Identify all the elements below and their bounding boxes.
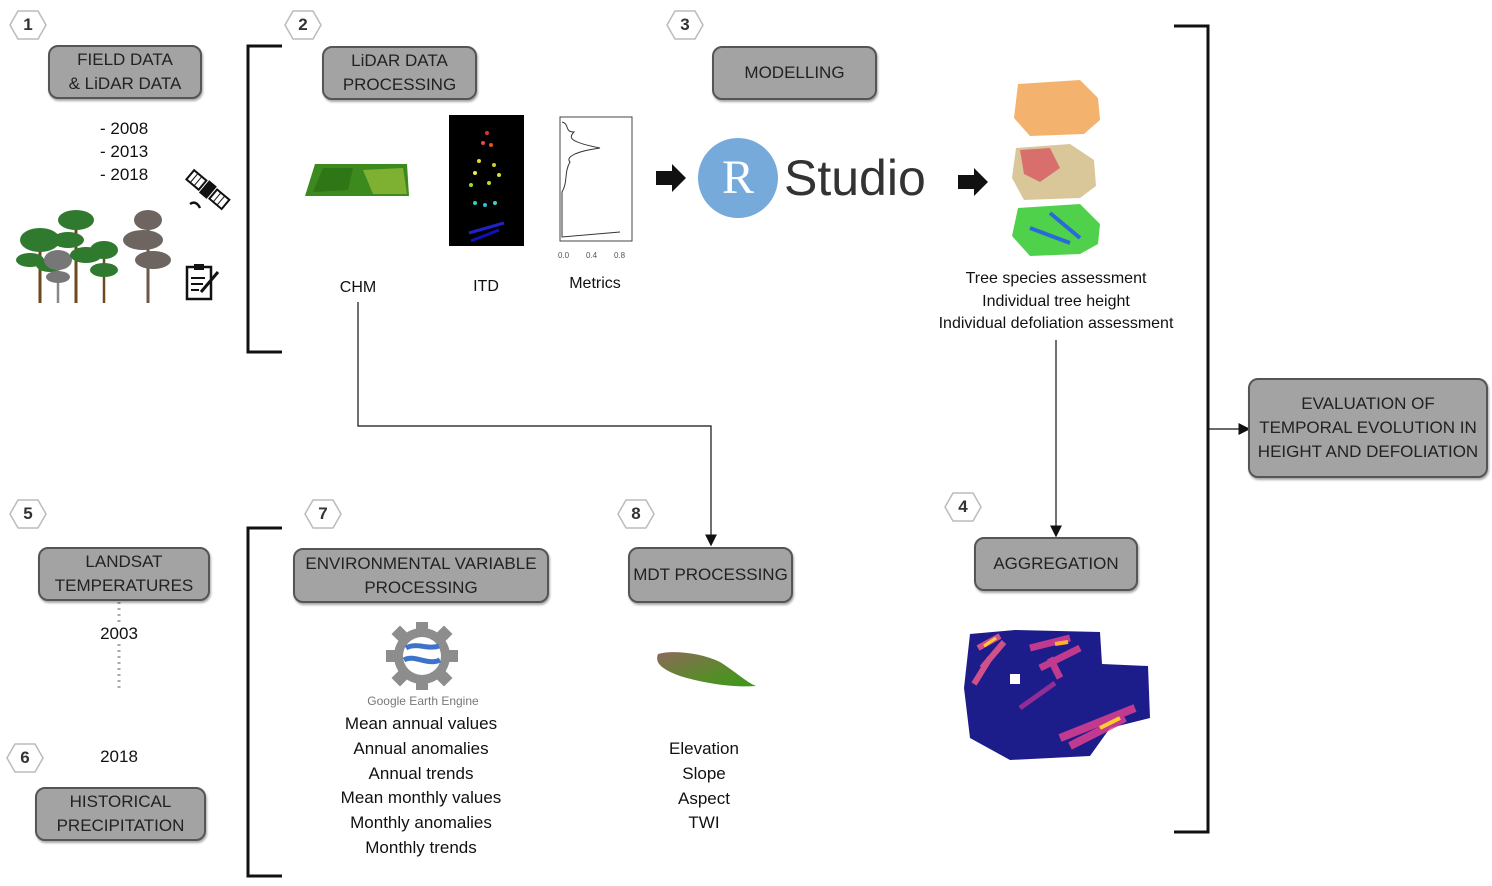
clipboard-icon xyxy=(185,264,220,301)
bracket-environment xyxy=(246,526,282,878)
aggregation-heatmap xyxy=(964,630,1150,760)
label-metrics: Metrics xyxy=(569,275,621,292)
google-earth-engine-icon xyxy=(386,622,458,690)
satellite-icon xyxy=(184,168,231,211)
trees-illustration xyxy=(16,210,171,303)
environmental-outputs: Mean annual values Annual anomalies Annu… xyxy=(340,714,502,857)
metrics-xtick: 0.0 xyxy=(558,251,570,260)
metrics-xtick: 0.8 xyxy=(614,251,626,260)
tree-grey-2 xyxy=(123,210,171,303)
gee-label: Google Earth Engine xyxy=(367,694,479,708)
rstudio-wordmark: Studio xyxy=(784,150,926,206)
tree-grey-1 xyxy=(44,250,72,303)
model-output-maps xyxy=(1012,80,1100,256)
mdt-terrain-image xyxy=(657,652,756,687)
step-badge-1: 1 xyxy=(9,10,47,40)
map-defoliation xyxy=(1012,204,1100,256)
step-badge-8: 8 xyxy=(617,499,655,529)
block-arrow-2 xyxy=(958,168,988,196)
tree-green-3 xyxy=(90,241,118,303)
chm-image xyxy=(305,164,409,196)
step-badge-5: 5 xyxy=(9,499,47,529)
modelling-results: Tree species assessment Individual tree … xyxy=(938,270,1174,333)
block-arrow-1 xyxy=(656,164,686,192)
rstudio-logo-icon: R xyxy=(698,138,778,218)
step-badge-4: 4 xyxy=(944,492,982,522)
step-badge-2: 2 xyxy=(284,10,322,40)
box-field-lidar-data: FIELD DATA& LiDAR DATA xyxy=(48,45,202,99)
timeline-end-year: 2018 xyxy=(100,747,138,766)
map-species xyxy=(1014,80,1100,136)
step-badge-7: 7 xyxy=(304,499,342,529)
field-years: - 2008 - 2013 - 2018 xyxy=(100,119,149,184)
mdt-outputs: Elevation Slope Aspect TWI xyxy=(669,739,739,833)
step-badge-3: 3 xyxy=(666,10,704,40)
label-chm: CHM xyxy=(339,279,377,296)
label-itd: ITD xyxy=(473,278,499,295)
metrics-xtick: 0.4 xyxy=(586,251,598,260)
box-modelling: MODELLING xyxy=(712,46,877,100)
timeline-start-year: 2003 xyxy=(94,624,144,644)
arrow-chm-to-mdt xyxy=(357,302,717,547)
metrics-plot: 0.0 0.4 0.8 xyxy=(558,116,633,260)
box-mdt-processing: MDT PROCESSING xyxy=(628,547,793,603)
bracket-results xyxy=(1174,24,1210,834)
step-badge-6: 6 xyxy=(6,743,44,773)
bracket-lidar xyxy=(246,44,282,354)
itd-image xyxy=(449,115,524,246)
box-aggregation: AGGREGATION xyxy=(974,537,1138,591)
